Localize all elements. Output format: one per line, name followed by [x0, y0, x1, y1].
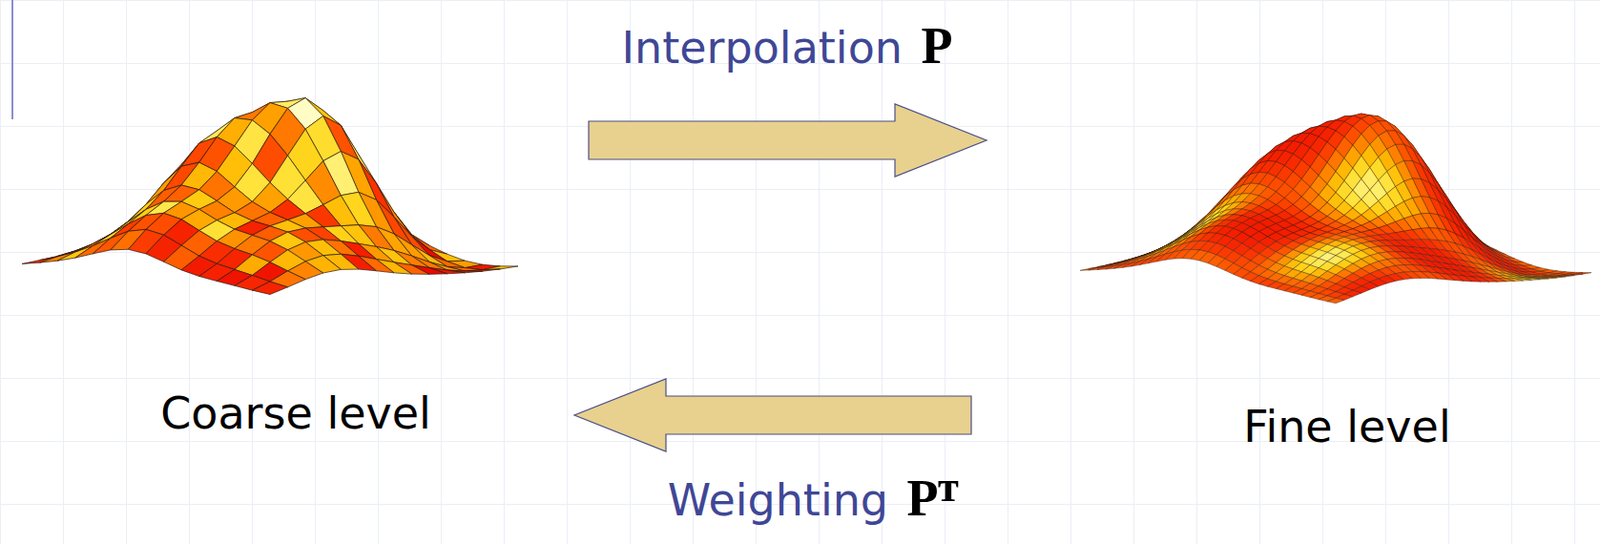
fine-surface — [1080, 113, 1592, 304]
operator-symbol: Pᵀ — [893, 469, 958, 527]
surface-patch — [1327, 297, 1345, 303]
operator-label: Interpolation P — [622, 16, 954, 76]
level-label: Coarse level — [160, 388, 432, 439]
operator-word: Interpolation — [622, 21, 903, 74]
level-label: Fine level — [1243, 401, 1451, 453]
coarse-surface — [21, 98, 519, 295]
margin-rule — [11, 0, 14, 120]
level-panel: Coarse level — [0, 95, 573, 458]
operator-symbol: P — [908, 17, 954, 75]
operator-label: Weighting Pᵀ — [667, 468, 959, 528]
surface-patch — [251, 281, 288, 294]
operator-word: Weighting — [667, 474, 889, 526]
block-arrow — [588, 103, 987, 177]
level-panel: Fine level — [992, 95, 1600, 458]
block-arrow — [574, 378, 972, 452]
